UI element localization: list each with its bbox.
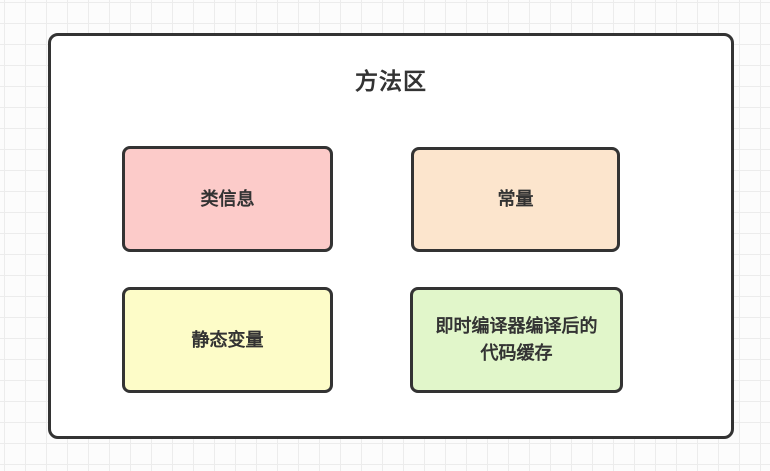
- box-jit-code-cache: 即时编译器编译后的代码缓存: [410, 287, 623, 393]
- box-static-variables: 静态变量: [122, 287, 333, 393]
- box-constants: 常量: [411, 147, 620, 252]
- box-class-info-label: 类信息: [200, 188, 255, 209]
- box-static-variables-label: 静态变量: [191, 329, 264, 350]
- box-constants-label: 常量: [497, 189, 534, 209]
- method-area-container: 方法区 类信息 常量 静态变量 即时编译器编译后的代码缓存: [48, 33, 734, 439]
- method-area-title: 方法区: [355, 68, 427, 94]
- box-class-info: 类信息: [122, 146, 333, 252]
- box-jit-code-cache-label: 即时编译器编译后的代码缓存: [435, 316, 598, 363]
